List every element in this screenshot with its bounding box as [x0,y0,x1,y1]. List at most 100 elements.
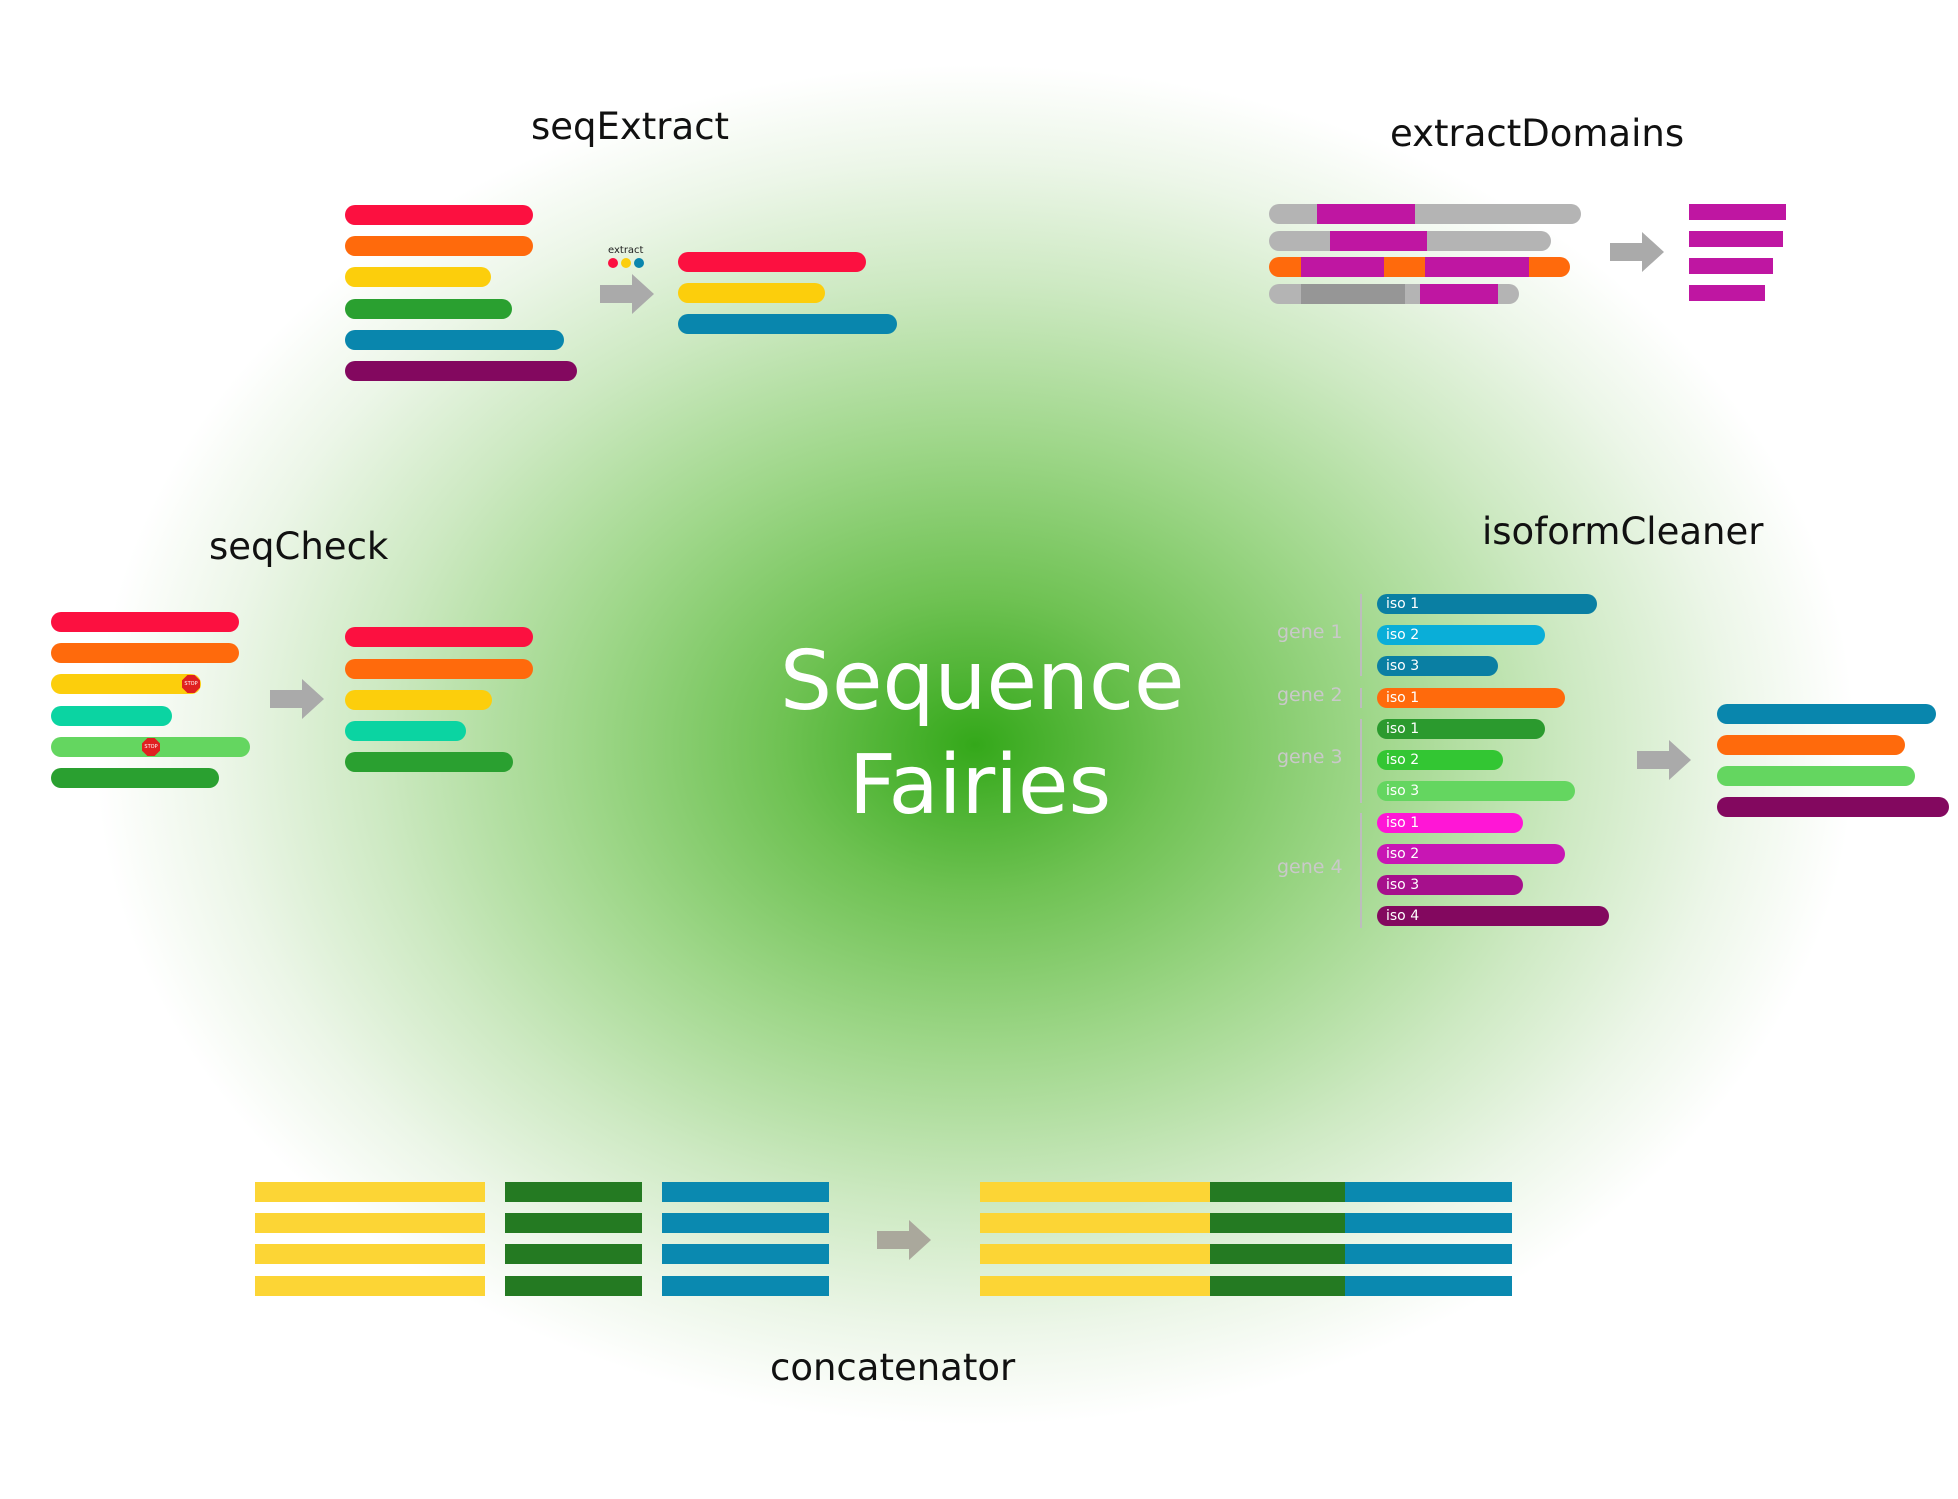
seqcheck-output-bar-orange [345,659,533,679]
domain-protein-3 [1269,257,1570,277]
isoform-bar: iso 1 [1377,719,1545,739]
concatenator-arrow-icon [877,1218,931,1262]
gene-bracket-line [1360,594,1362,676]
isoform-bar: iso 2 [1377,750,1503,770]
seqextract-input-bar-green [345,299,512,319]
extract-dot-yellow [621,258,631,268]
concat-input-green [505,1182,642,1202]
seqcheck-input-bar-orange [51,643,239,663]
isoformcleaner-output-bar-orange [1717,735,1905,755]
gene-label: gene 4 [1277,856,1343,878]
seqcheck-output-bar-red [345,627,533,647]
stop-sign-icon: STOP [182,675,200,693]
isoformcleaner-arrow-icon [1637,738,1691,782]
extract-dot-red [608,258,618,268]
concat-output-yellow [980,1213,1210,1233]
concat-output-green [1210,1244,1345,1264]
domain-protein-2 [1269,231,1551,251]
concat-output-green [1210,1276,1345,1296]
concatenator-title: concatenator [770,1346,1016,1389]
seqextract-input-bar-red [345,205,533,225]
isoformcleaner-output-bar-purple [1717,797,1949,817]
gene-bracket-line [1360,813,1362,928]
concat-input-yellow [255,1276,485,1296]
seqcheck-output-bar-yellow [345,690,492,710]
seqcheck-output-bar-green [345,752,513,772]
domain-output-3 [1689,258,1773,274]
stop-sign-icon: STOP [142,738,160,756]
concat-output-yellow [980,1276,1210,1296]
concat-input-blue [662,1182,829,1202]
seqextract-title: seqExtract [531,105,730,148]
isoformcleaner-output-bar-lightgreen [1717,766,1915,786]
main-title-line1: Sequence [780,634,1185,729]
isoform-bar: iso 4 [1377,906,1609,926]
gene-label: gene 1 [1277,621,1343,643]
seqcheck-input-bar-red [51,612,239,632]
seqextract-output-bar-blue [678,314,897,334]
gene-bracket-line [1360,719,1362,803]
concat-output-blue [1345,1182,1512,1202]
domain-output-4 [1689,285,1765,301]
extract-label: extract [608,245,644,256]
extractdomains-title: extractDomains [1390,112,1685,155]
domain-segment [1420,284,1498,304]
domain-segment [1317,204,1415,224]
isoform-bar: iso 1 [1377,594,1597,614]
gene-bracket-line [1360,688,1362,708]
isoform-bar: iso 3 [1377,656,1498,676]
domain-protein-4 [1269,284,1519,304]
concat-input-yellow [255,1213,485,1233]
concat-input-green [505,1213,642,1233]
domain-segment [1425,257,1529,277]
seqcheck-arrow-icon [270,677,324,721]
concat-input-blue [662,1244,829,1264]
domain-segment [1330,231,1427,251]
concat-input-yellow [255,1244,485,1264]
extractdomains-arrow-icon [1610,230,1664,274]
domain-segment [1301,257,1384,277]
seqextract-input-bar-yellow [345,267,491,287]
seqcheck-input-bar-green [51,768,219,788]
isoformcleaner-title: isoformCleaner [1482,510,1764,553]
seqcheck-input-bar-teal [51,706,172,726]
concat-output-yellow [980,1182,1210,1202]
domain-output-2 [1689,231,1783,247]
isoform-bar: iso 2 [1377,844,1565,864]
main-title: Sequence Fairies [780,630,1185,838]
seqcheck-title: seqCheck [209,525,389,568]
concat-output-yellow [980,1244,1210,1264]
seqcheck-input-bar-yellow [51,674,201,694]
concat-output-green [1210,1182,1345,1202]
seqextract-output-bar-red [678,252,866,272]
main-title-line2: Fairies [848,738,1112,833]
isoform-bar: iso 1 [1377,688,1565,708]
seqcheck-output-bar-teal [345,721,466,741]
seqextract-input-bar-blue [345,330,564,350]
seqextract-input-bar-purple [345,361,577,381]
concat-input-blue [662,1276,829,1296]
isoform-bar: iso 3 [1377,781,1575,801]
seqextract-output-bar-yellow [678,283,825,303]
seqextract-arrow-icon [600,272,654,316]
isoform-bar: iso 3 [1377,875,1523,895]
concat-input-green [505,1276,642,1296]
isoformcleaner-output-bar-blue [1717,704,1936,724]
concat-output-blue [1345,1276,1512,1296]
domain-output-1 [1689,204,1786,220]
concat-output-green [1210,1213,1345,1233]
seqextract-input-bar-orange [345,236,533,256]
concat-input-green [505,1244,642,1264]
gene-label: gene 2 [1277,684,1343,706]
concat-input-yellow [255,1182,485,1202]
isoform-bar: iso 2 [1377,625,1545,645]
isoform-bar: iso 1 [1377,813,1523,833]
extract-dot-blue [634,258,644,268]
concat-input-blue [662,1213,829,1233]
gene-label: gene 3 [1277,746,1343,768]
domain-protein-1 [1269,204,1581,224]
domain-segment-gray [1301,284,1405,304]
concat-output-blue [1345,1213,1512,1233]
concat-output-blue [1345,1244,1512,1264]
